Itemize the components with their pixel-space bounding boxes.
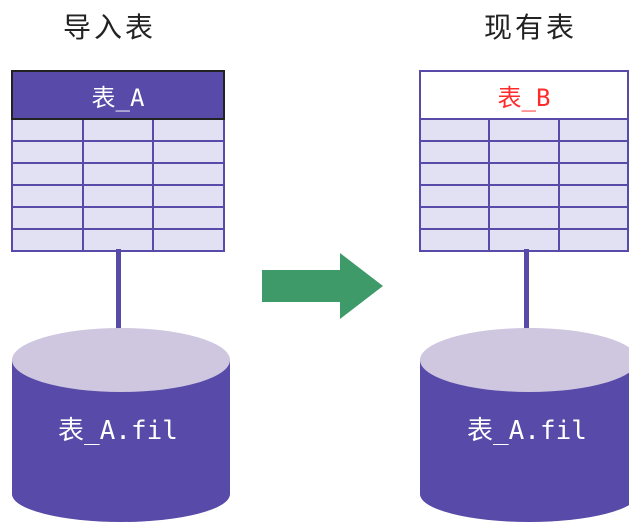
table-cell <box>13 230 82 250</box>
table-row <box>13 120 223 140</box>
table-cell <box>81 142 153 162</box>
table-cell <box>81 120 153 140</box>
table-cell <box>421 230 488 250</box>
table-row <box>13 140 223 162</box>
table-cell <box>488 186 557 206</box>
table-cell <box>152 120 223 140</box>
table-row <box>421 140 627 162</box>
table-cell <box>421 164 488 184</box>
table-cell <box>13 208 82 228</box>
table-cell <box>488 142 557 162</box>
import-table-heading: 导入表 <box>63 11 157 44</box>
table-cell <box>488 120 557 140</box>
table-cell <box>421 120 488 140</box>
table-row <box>13 184 223 206</box>
import-table-title: 表_A <box>11 70 225 120</box>
table-cell <box>421 142 488 162</box>
table-cell <box>13 120 82 140</box>
table-cell <box>557 164 627 184</box>
existing-table: 表_B <box>419 70 629 252</box>
table-row <box>13 206 223 228</box>
table-row <box>13 228 223 250</box>
import-database-label: 表_A.fil <box>58 416 178 446</box>
table-cell <box>81 164 153 184</box>
table-cell <box>557 120 627 140</box>
existing-table-heading: 现有表 <box>484 11 578 44</box>
table-cell <box>152 208 223 228</box>
table-row <box>13 162 223 184</box>
existing-database-icon <box>420 328 629 522</box>
table-row <box>421 184 627 206</box>
import-table-connector <box>116 249 121 329</box>
table-row <box>421 206 627 228</box>
existing-table-title: 表_B <box>419 70 629 120</box>
table-row <box>421 162 627 184</box>
table-cell <box>152 142 223 162</box>
import-table-grid <box>11 120 225 252</box>
table-cell <box>152 186 223 206</box>
table-cell <box>13 142 82 162</box>
table-cell <box>13 186 82 206</box>
table-cell <box>152 164 223 184</box>
import-table: 表_A <box>11 70 225 252</box>
existing-table-grid <box>419 120 629 252</box>
table-cell <box>81 208 153 228</box>
table-cell <box>557 186 627 206</box>
existing-database-label: 表_A.fil <box>467 416 587 446</box>
table-cell <box>421 208 488 228</box>
table-cell <box>557 230 627 250</box>
table-cell <box>13 164 82 184</box>
table-cell <box>557 208 627 228</box>
right-arrow-icon <box>262 253 383 319</box>
table-row <box>421 228 627 250</box>
table-cell <box>81 186 153 206</box>
table-cell <box>488 230 557 250</box>
existing-table-connector <box>524 249 529 329</box>
table-cell <box>152 230 223 250</box>
table-cell <box>488 208 557 228</box>
table-cell <box>81 230 153 250</box>
import-database-icon <box>12 328 230 522</box>
table-cell <box>421 186 488 206</box>
table-cell <box>557 142 627 162</box>
table-cell <box>488 164 557 184</box>
table-row <box>421 120 627 140</box>
